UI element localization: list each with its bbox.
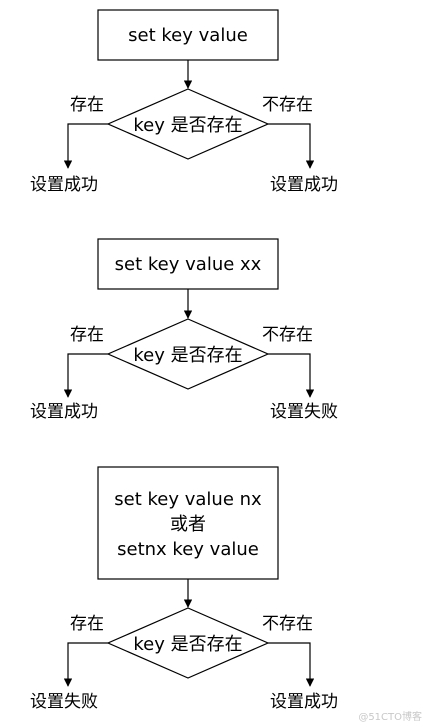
command-text-line-3: setnx key value: [117, 539, 259, 560]
right-branch-label: 不存在: [262, 95, 313, 115]
left-branch-label: 存在: [70, 95, 104, 115]
left-result: 设置失败: [30, 692, 98, 712]
right-branch-label: 不存在: [262, 614, 313, 634]
right-branch-arrow: [268, 642, 315, 687]
left-branch-label: 存在: [70, 614, 104, 634]
right-result: 设置失败: [270, 402, 338, 422]
left-branch-arrow: [63, 642, 108, 687]
right-branch-arrow: [268, 123, 315, 169]
command-box: [97, 466, 279, 580]
decision-text: key 是否存在: [133, 115, 242, 136]
decision-diamond: [106, 607, 270, 679]
flowchart-3: set key value nx 或者 setnx key value key …: [30, 466, 338, 712]
command-text: set key value: [128, 25, 248, 46]
left-branch-arrow: [63, 353, 108, 398]
right-result: 设置成功: [270, 692, 338, 712]
command-box: [97, 238, 279, 290]
command-text: set key value xx: [115, 254, 262, 275]
command-box: [97, 9, 279, 61]
flowchart-2: set key value xx key 是否存在 存在 不存在 设置成功 设置…: [30, 238, 338, 422]
right-result: 设置成功: [270, 175, 338, 195]
left-result: 设置成功: [30, 402, 98, 422]
left-branch-arrow: [63, 123, 108, 169]
decision-diamond: [106, 88, 270, 160]
watermark: @51CTO博客: [358, 712, 422, 723]
decision-text: key 是否存在: [133, 345, 242, 366]
command-text-line-2: 或者: [170, 514, 206, 535]
left-branch-label: 存在: [70, 325, 104, 345]
decision-diamond: [106, 318, 270, 390]
right-branch-arrow: [268, 353, 315, 398]
decision-text: key 是否存在: [133, 634, 242, 655]
flowchart-1: set key value key 是否存在 存在 不存在 设置成功 设置成功: [30, 9, 338, 195]
right-branch-label: 不存在: [262, 325, 313, 345]
left-result: 设置成功: [30, 175, 98, 195]
command-text-line-1: set key value nx: [114, 489, 262, 510]
